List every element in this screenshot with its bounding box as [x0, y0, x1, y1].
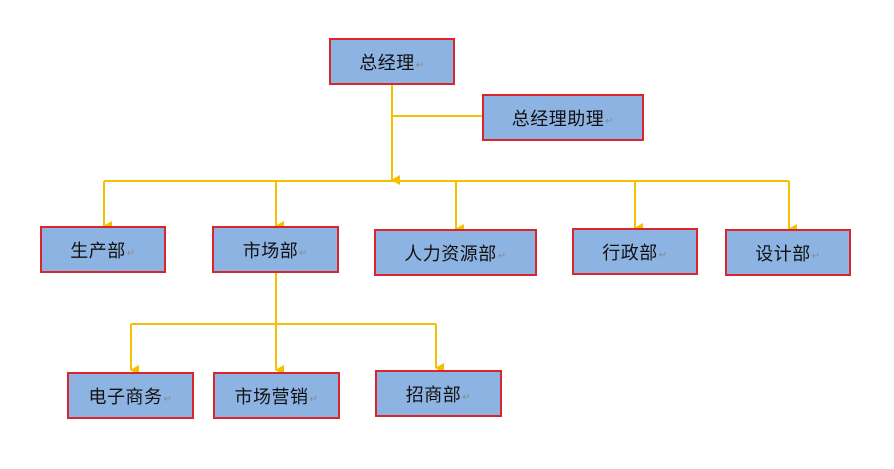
node-production-label: 生产部 — [70, 240, 126, 262]
paragraph-mark: ↵ — [497, 251, 507, 262]
node-design-label: 设计部 — [755, 243, 811, 265]
paragraph-mark: ↵ — [605, 116, 615, 127]
node-investment-label: 招商部 — [405, 384, 462, 406]
node-ceo: 总经理↵ — [329, 38, 455, 85]
paragraph-mark: ↵ — [309, 394, 319, 405]
paragraph-mark: ↵ — [462, 392, 472, 403]
node-marketing-label: 市场部 — [242, 240, 299, 262]
paragraph-mark: ↵ — [299, 248, 309, 259]
node-hr: 人力资源部↵ — [374, 229, 537, 276]
node-market-sales-label: 市场营销 — [234, 386, 309, 408]
node-ceo-label: 总经理 — [359, 52, 415, 74]
node-hr-label: 人力资源部 — [404, 243, 497, 265]
paragraph-mark: ↵ — [163, 394, 173, 405]
node-ecommerce: 电子商务↵ — [67, 372, 194, 419]
node-investment: 招商部↵ — [375, 370, 502, 417]
node-design: 设计部↵ — [725, 229, 851, 276]
node-ceo-assistant: 总经理助理↵ — [482, 94, 644, 141]
paragraph-mark: ↵ — [811, 251, 821, 262]
node-admin: 行政部↵ — [572, 228, 698, 275]
paragraph-mark: ↵ — [415, 60, 425, 71]
paragraph-mark: ↵ — [658, 250, 668, 261]
node-ecommerce-label: 电子商务 — [88, 386, 163, 408]
node-production: 生产部↵ — [40, 226, 166, 273]
node-admin-label: 行政部 — [602, 242, 658, 264]
node-ceo-assistant-label: 总经理助理 — [511, 108, 605, 130]
paragraph-mark: ↵ — [126, 248, 136, 259]
node-market-sales: 市场营销↵ — [213, 372, 340, 419]
node-marketing: 市场部↵ — [212, 226, 339, 273]
